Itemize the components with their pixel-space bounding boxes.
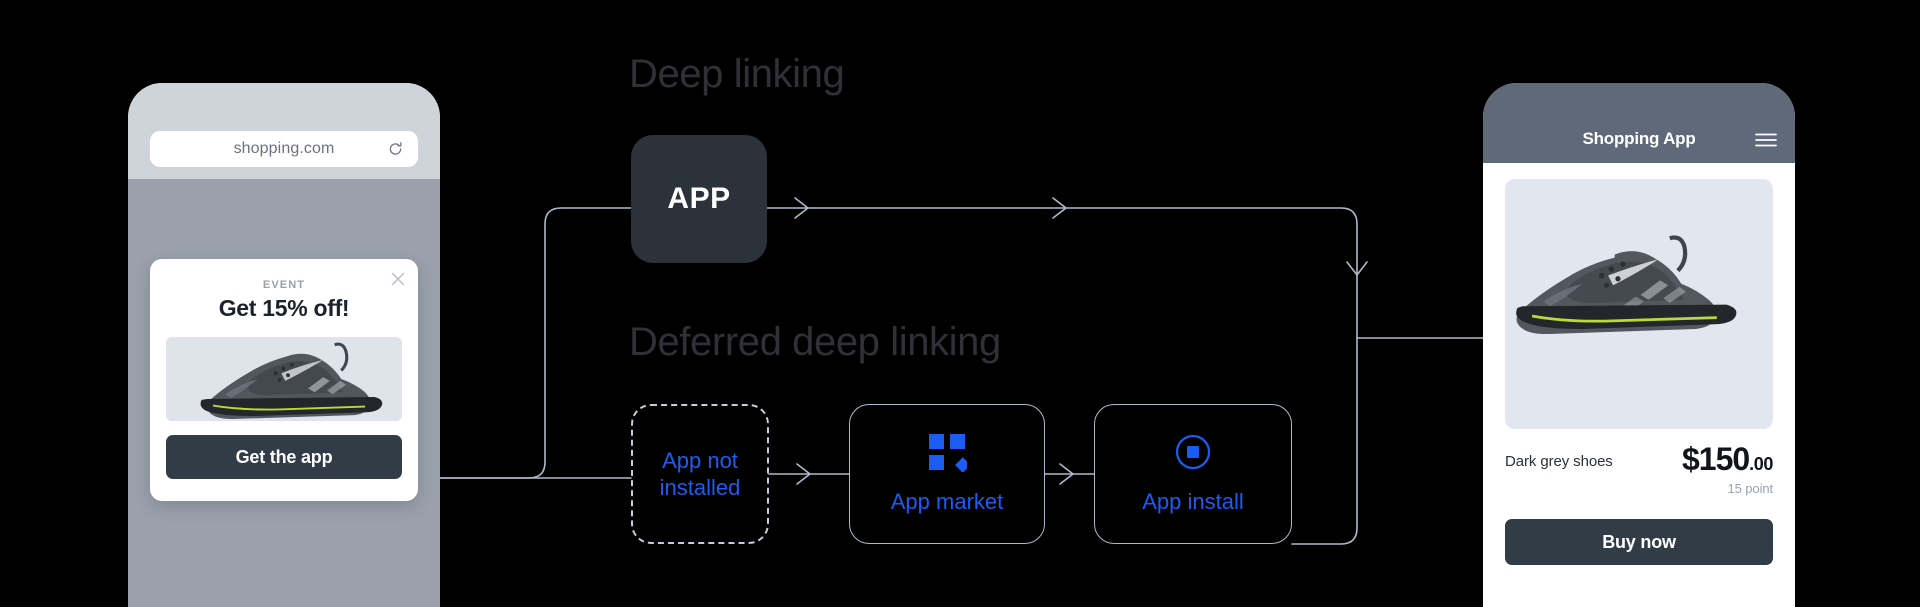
hamburger-menu-icon[interactable] — [1755, 132, 1777, 148]
app-title: Shopping App — [1582, 129, 1696, 148]
product-name: Dark grey shoes — [1505, 453, 1613, 470]
flow-node-label: App market — [890, 489, 1004, 515]
promo-popup-card: EVENT Get 15% off! — [150, 259, 418, 501]
flow-node-label: App install — [1142, 489, 1244, 515]
price-block: $150.00 15 point — [1682, 441, 1773, 496]
phone-app-mockup: Shopping App — [1483, 83, 1795, 607]
promo-eyebrow: EVENT — [262, 279, 306, 291]
flow-node-label: App not installed — [659, 447, 741, 501]
section-title-deep-linking: Deep linking — [629, 52, 845, 96]
app-tile-label: APP — [667, 182, 731, 215]
promo-headline: Get 15% off! — [218, 295, 350, 321]
get-the-app-button[interactable]: Get the app — [166, 435, 402, 479]
app-header: Shopping App — [1483, 83, 1795, 163]
phone-browser-mockup: shopping.com EVENT Get 15% off! — [128, 83, 440, 607]
promo-product-image — [166, 337, 402, 421]
app-market-grid-icon — [927, 432, 971, 474]
browser-url-bar[interactable]: shopping.com — [150, 131, 418, 167]
app-tile[interactable]: APP — [631, 135, 767, 263]
product-image — [1505, 179, 1773, 429]
loyalty-points: 15 point — [1727, 481, 1774, 496]
close-icon[interactable] — [390, 271, 406, 287]
browser-url-text: shopping.com — [233, 140, 335, 157]
flow-node-app-market[interactable]: App market — [849, 404, 1045, 544]
app-install-circle-icon — [1173, 432, 1213, 472]
flow-node-app-install[interactable]: App install — [1094, 404, 1292, 544]
browser-chrome: shopping.com — [128, 83, 440, 179]
price-cents: .00 — [1749, 454, 1773, 474]
flow-node-app-not-installed[interactable]: App not installed — [631, 404, 769, 544]
section-title-deferred-deep-linking: Deferred deep linking — [629, 320, 1001, 364]
price-main: $150 — [1681, 441, 1750, 477]
buy-now-button[interactable]: Buy now — [1505, 519, 1773, 565]
reload-icon[interactable] — [387, 141, 404, 158]
